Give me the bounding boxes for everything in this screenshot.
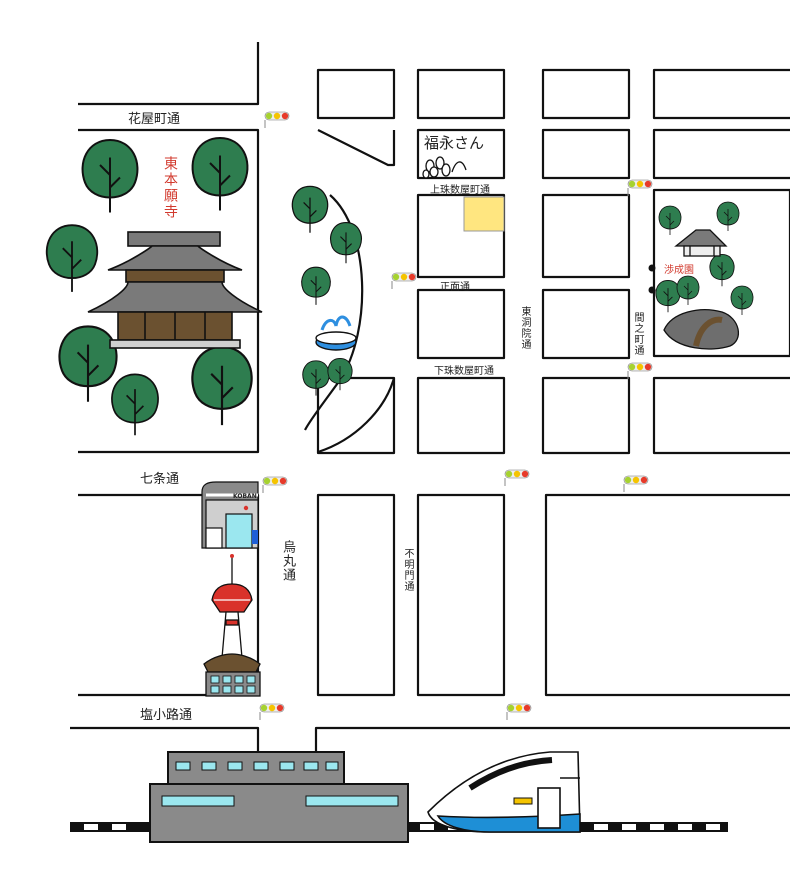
- tree-icon: [191, 136, 249, 211]
- people-icon: [422, 156, 467, 179]
- traffic-light-icon: [623, 475, 649, 492]
- tree-icon: [81, 138, 139, 213]
- tree-icon: [676, 275, 700, 305]
- tree-icon: [330, 222, 362, 264]
- street-label-fumeimon: 不明門通: [402, 548, 413, 592]
- tree-icon: [655, 279, 681, 313]
- entrance-marker: [648, 264, 656, 272]
- traffic-lights: [259, 111, 653, 720]
- shoseien-block: [652, 188, 790, 358]
- tree-icon: [327, 357, 353, 391]
- tree-icon: [111, 373, 159, 436]
- landmark-label-shoseien: 渉成園: [664, 265, 694, 276]
- street-label-ainomachi: 間之町通: [632, 312, 643, 356]
- street-blocks: [70, 42, 790, 752]
- tree-icon: [191, 345, 253, 426]
- tree-icon: [716, 201, 740, 231]
- entrance-marker: [648, 286, 656, 294]
- tree-icon: [658, 205, 682, 235]
- tree-icon: [45, 224, 99, 292]
- train-icon: [427, 751, 581, 833]
- traffic-light-icon: [259, 703, 285, 720]
- street-label-shimojuzuyamachi: 下珠数屋町通: [434, 366, 494, 377]
- traffic-light-icon: [264, 111, 290, 128]
- tower-windows: [210, 675, 256, 694]
- traffic-light-icon: [506, 703, 532, 720]
- station-building-icon: [149, 751, 409, 843]
- street-label-shichijo: 七条通: [140, 472, 180, 487]
- street-label-hanayamachi: 花屋町通: [128, 112, 181, 127]
- landmark-label-koban: KOBAN: [233, 493, 257, 500]
- traffic-light-icon: [391, 272, 417, 289]
- tree-icon: [58, 325, 118, 402]
- temple-icon: [87, 231, 263, 349]
- trees: [45, 136, 754, 436]
- street-label-higashinotoin: 東洞院通: [519, 306, 530, 350]
- police-box-icon: [201, 481, 259, 549]
- tree-icon: [302, 360, 330, 396]
- tree-icon: [291, 185, 329, 233]
- pond-icon: [663, 309, 740, 350]
- street-label-kamijuzuyamachi: 上珠数屋町通: [430, 185, 490, 196]
- pavilion-icon: [674, 229, 728, 257]
- street-label-shiokoji: 塩小路通: [140, 708, 193, 723]
- traffic-light-icon: [504, 469, 530, 486]
- fountain-icon: [315, 315, 357, 351]
- kyoto-tower-icon: [203, 554, 261, 697]
- traffic-light-icon: [262, 476, 288, 493]
- tree-icon: [730, 285, 754, 315]
- street-label-karasuma: 烏丸通: [280, 540, 295, 582]
- traffic-light-icon: [627, 362, 653, 379]
- landmark-label-higashi-honganji: 東本願寺: [162, 156, 178, 220]
- tree-icon: [301, 266, 331, 305]
- tree-icon: [709, 253, 735, 287]
- street-label-shomen: 正面通: [440, 282, 470, 293]
- station-windows: [161, 761, 399, 807]
- traffic-light-icon: [627, 179, 653, 196]
- landmark-label-fukunagasan: 福永さん: [424, 134, 485, 152]
- destination-marker: [463, 196, 505, 232]
